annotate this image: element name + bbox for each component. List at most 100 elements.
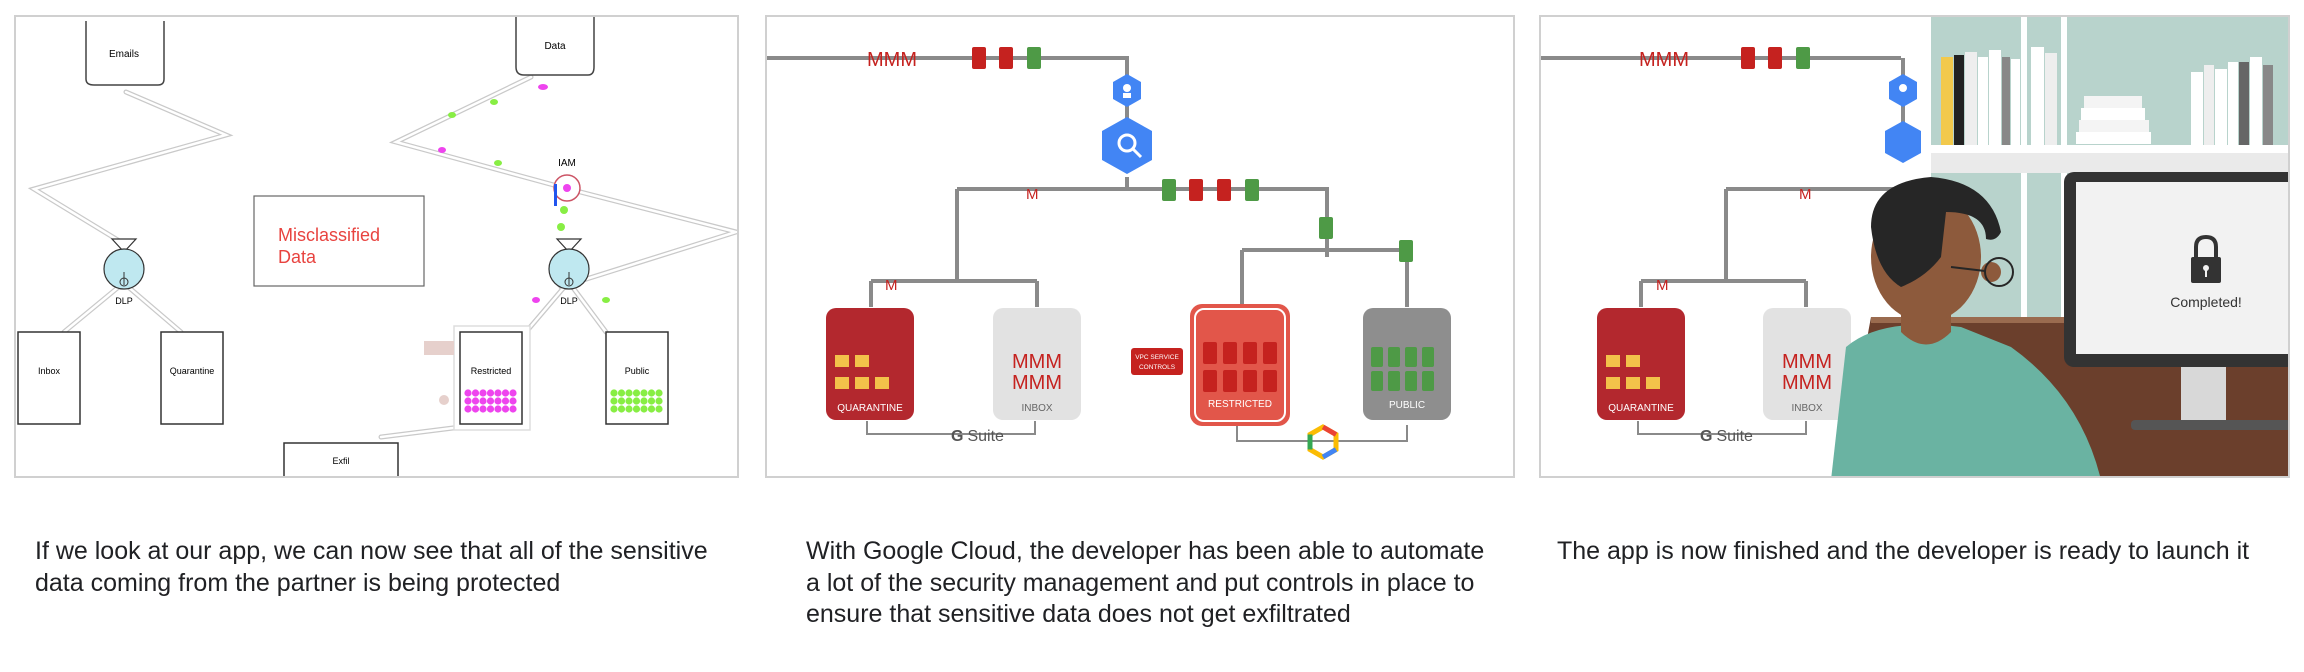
iam-label: IAM bbox=[558, 158, 576, 169]
data-dot bbox=[655, 405, 663, 413]
data-dot bbox=[617, 405, 626, 413]
quarantine-label: QUARANTINE bbox=[837, 403, 903, 414]
data-dot bbox=[632, 405, 641, 413]
data-dot bbox=[640, 389, 648, 397]
file-icon bbox=[1203, 370, 1217, 392]
data-dot bbox=[494, 389, 502, 397]
quarantine-box bbox=[826, 308, 914, 420]
misclassified-box bbox=[253, 195, 425, 287]
data-dot bbox=[625, 405, 633, 413]
file-icon bbox=[1388, 371, 1400, 391]
lock-icon bbox=[2191, 234, 2221, 283]
svg-text:MMM: MMM bbox=[1012, 351, 1062, 373]
quarantine-bin bbox=[160, 331, 224, 425]
restricted-label: Restricted bbox=[471, 366, 512, 376]
inbox-box bbox=[993, 308, 1081, 420]
restricted-files bbox=[1203, 342, 1277, 392]
data-dot bbox=[471, 405, 480, 413]
file-icon bbox=[1422, 347, 1434, 367]
quarantine-box bbox=[1597, 308, 1685, 420]
data-dot bbox=[486, 405, 495, 413]
mail-glyphs-top: MMM bbox=[1639, 49, 1689, 71]
svg-text:CONTROLS: CONTROLS bbox=[1139, 364, 1176, 371]
data-dot bbox=[632, 389, 641, 397]
data-dot bbox=[640, 397, 648, 405]
data-dot bbox=[509, 389, 517, 397]
data-dot bbox=[501, 405, 510, 413]
svg-text:M: M bbox=[1799, 186, 1812, 203]
file-icon bbox=[1243, 370, 1257, 392]
dlp-left-label: DLP bbox=[115, 296, 133, 306]
data-dot bbox=[655, 389, 663, 397]
data-dot bbox=[610, 405, 618, 413]
restricted-label: RESTRICTED bbox=[1208, 399, 1272, 410]
file-icon bbox=[1263, 370, 1277, 392]
data-dot bbox=[625, 397, 633, 405]
caption-panel-2: With Google Cloud, the developer has bee… bbox=[806, 537, 1485, 628]
developer-person-illustration bbox=[1831, 177, 2100, 476]
file-icon bbox=[1203, 342, 1217, 364]
inbox-label: Inbox bbox=[38, 366, 61, 376]
data-dot bbox=[486, 397, 495, 405]
data-dot bbox=[464, 405, 472, 413]
misclassified-label-line2: Data bbox=[278, 247, 317, 267]
public-files bbox=[1371, 347, 1434, 391]
data-source-box bbox=[515, 17, 595, 76]
emails-source-box bbox=[85, 21, 165, 86]
vpc-service-controls-badge bbox=[1131, 348, 1183, 375]
svg-text:M: M bbox=[885, 277, 898, 294]
mail-glyphs-top: MMM bbox=[867, 49, 917, 71]
completed-label: Completed! bbox=[2170, 294, 2242, 310]
data-dot bbox=[640, 405, 648, 413]
inbox-bin bbox=[17, 331, 81, 425]
dlp-left-node bbox=[103, 248, 145, 290]
dlp-hex-icon bbox=[1102, 117, 1152, 174]
file-icon bbox=[1243, 342, 1257, 364]
svg-text:M: M bbox=[1026, 186, 1039, 203]
misclassified-label-line1: Misclassified bbox=[278, 225, 380, 245]
exfil-label: Exfil bbox=[332, 456, 349, 466]
dlp-right-label: DLP bbox=[560, 296, 578, 306]
data-dot bbox=[647, 405, 656, 413]
public-label: Public bbox=[625, 366, 650, 376]
svg-text:MMM: MMM bbox=[1782, 351, 1832, 373]
svg-text:M: M bbox=[1656, 277, 1669, 294]
inbox-box bbox=[1763, 308, 1851, 420]
data-dot bbox=[610, 397, 618, 405]
data-dot bbox=[464, 397, 472, 405]
data-dot bbox=[479, 405, 487, 413]
data-dot bbox=[509, 405, 517, 413]
google-cloud-logo-icon bbox=[1307, 424, 1339, 460]
svg-text:MMM: MMM bbox=[1782, 372, 1832, 394]
file-icon bbox=[1223, 342, 1237, 364]
data-dot bbox=[471, 397, 480, 405]
data-dot bbox=[479, 389, 487, 397]
data-dot bbox=[617, 397, 626, 405]
file-icon bbox=[1371, 371, 1383, 391]
file-icon bbox=[1263, 342, 1277, 364]
file-icon bbox=[1405, 347, 1417, 367]
data-dot bbox=[509, 397, 517, 405]
data-dot bbox=[494, 397, 502, 405]
public-label: PUBLIC bbox=[1389, 400, 1425, 411]
data-dot bbox=[625, 389, 633, 397]
panel-data-flow-sketch: Emails Data IAM DLP DLP Misclassified Da… bbox=[14, 15, 739, 478]
data-source-label: Data bbox=[544, 41, 566, 52]
data-dot bbox=[479, 397, 487, 405]
file-icon bbox=[1223, 370, 1237, 392]
data-dot bbox=[647, 389, 656, 397]
file-icon bbox=[1371, 347, 1383, 367]
data-dot bbox=[501, 389, 510, 397]
data-dot bbox=[471, 389, 480, 397]
restricted-dots bbox=[464, 389, 517, 413]
restricted-box bbox=[1190, 304, 1290, 426]
public-dots bbox=[610, 389, 663, 413]
file-icon bbox=[1388, 347, 1400, 367]
data-dot bbox=[494, 405, 502, 413]
exfil-box bbox=[283, 442, 399, 476]
data-dot bbox=[464, 389, 472, 397]
svg-text:MMM: MMM bbox=[1012, 372, 1062, 394]
